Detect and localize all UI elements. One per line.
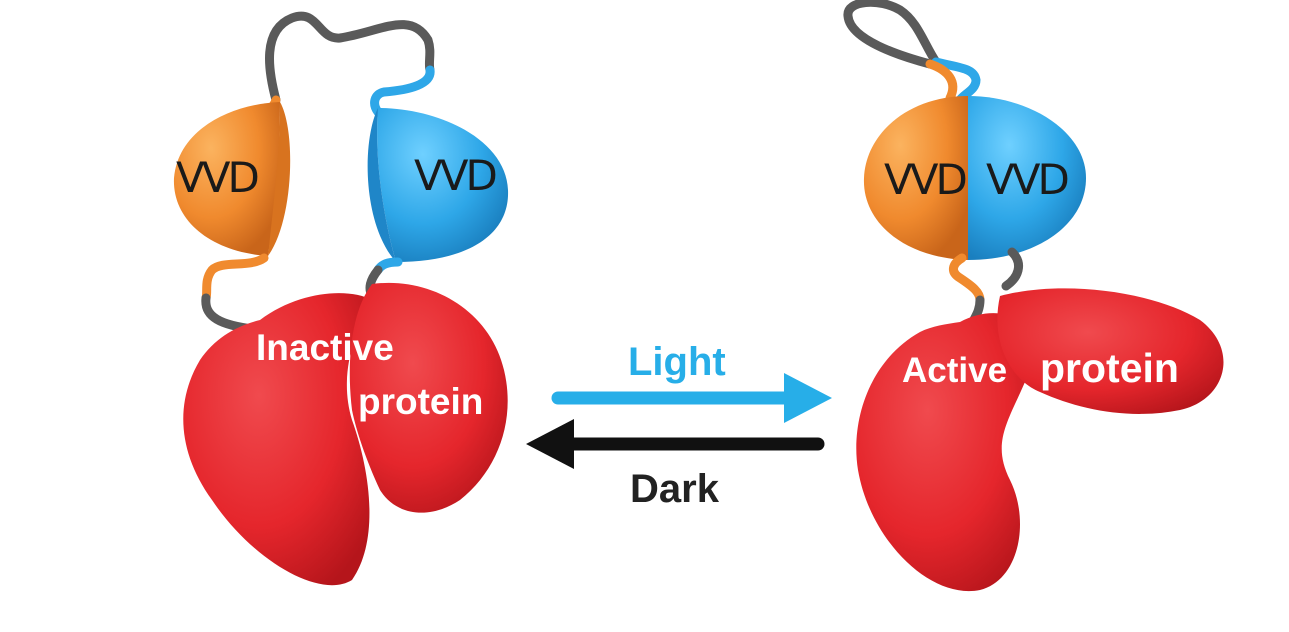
inactive-vvd-blue-label: VVD: [414, 151, 495, 200]
active-state: VVD VVD Active protein: [843, 0, 1224, 592]
light-arrow-head: [784, 373, 832, 423]
active-protein-right-lobe: [997, 288, 1224, 414]
active-vvd-blue: [968, 96, 1086, 260]
light-label: Light: [628, 340, 726, 384]
active-grey-linker-bottom-right: [1001, 247, 1024, 291]
inactive-state: VVD VVD Inactive protein: [173, 11, 509, 586]
inactive-label-line1: Inactive: [256, 327, 394, 368]
inactive-blue-linker-top: [370, 65, 435, 117]
inactive-label-line2: protein: [358, 381, 483, 422]
active-vvd-orange: [863, 96, 968, 260]
active-blue-linker-top: [931, 57, 981, 105]
active-label-word2: protein: [1040, 345, 1179, 391]
active-orange-linker-top: [925, 59, 958, 103]
active-vvd-blue-label: VVD: [986, 155, 1067, 204]
active-vvd-orange-label: VVD: [884, 155, 965, 204]
inactive-vvd-orange-face: [268, 102, 291, 256]
transition-arrows: Light Dark: [526, 340, 832, 511]
active-top-linker: [843, 0, 941, 69]
inactive-vvd-orange: [173, 102, 280, 256]
inactive-vvd-orange-label: VVD: [176, 153, 257, 202]
inactive-vvd-blue: [377, 108, 509, 262]
inactive-vvd-blue-face: [367, 108, 396, 262]
inactive-protein-left-lobe: [183, 293, 372, 586]
inactive-orange-linker-bottom: [201, 253, 269, 303]
active-orange-linker-bottom: [949, 253, 985, 305]
dark-label: Dark: [630, 467, 720, 511]
dark-arrow-head: [526, 419, 574, 469]
inactive-protein-right-lobe: [349, 282, 508, 513]
active-protein-left-lobe: [856, 313, 1035, 592]
active-label-word1: Active: [902, 351, 1007, 390]
inactive-top-linker: [265, 11, 435, 105]
